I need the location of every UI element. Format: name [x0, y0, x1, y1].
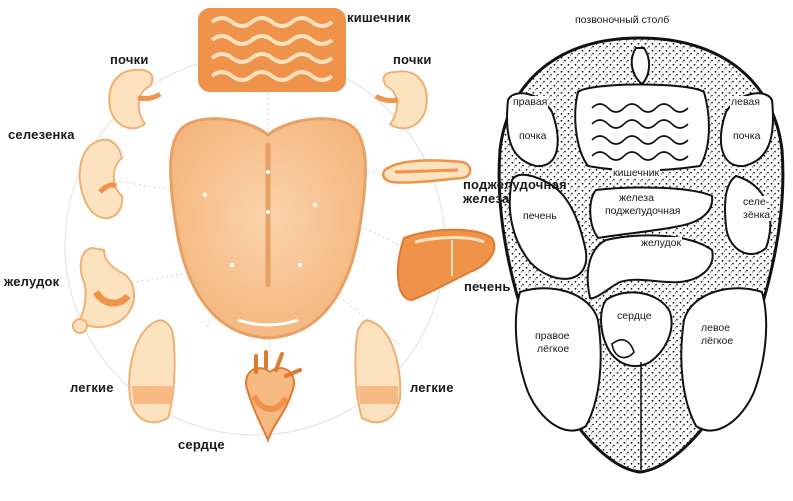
- label-left-kidney-2: почка: [732, 130, 761, 142]
- label-stomach-r: желудок: [640, 237, 682, 249]
- right-lung-region: [516, 288, 601, 430]
- label-right-kidney-1: правая: [512, 96, 548, 108]
- spleen-illustration: [80, 140, 123, 218]
- lung-left-illustration: [129, 320, 174, 422]
- kidney-left-illustration: [109, 70, 160, 129]
- left-diagram: [65, 8, 494, 440]
- kidney-right-illustration: [376, 71, 427, 128]
- label-spleen-r-2: зёнка: [742, 209, 771, 221]
- label-right-lung-2: лёгкое: [536, 343, 570, 355]
- label-pancreas-r-2: поджелудочная: [604, 205, 682, 217]
- label-spine: позвоночный столб: [574, 14, 670, 26]
- label-kidneys-right: почки: [393, 52, 432, 67]
- label-heart: сердце: [178, 437, 225, 452]
- intestine-region: [575, 85, 709, 171]
- label-left-kidney-1: левая: [730, 96, 761, 108]
- label-heart-r: сердце: [616, 310, 653, 322]
- intestine-illustration: [198, 8, 346, 92]
- label-left-lung-2: лёгкое: [700, 335, 734, 347]
- label-spleen: селезенка: [8, 127, 75, 142]
- left-lung-region: [681, 288, 766, 430]
- label-pancreas-line1: поджелудочная: [463, 177, 567, 192]
- stomach-illustration: [73, 248, 134, 333]
- label-pancreas-line2: железа: [463, 191, 509, 206]
- label-right-kidney-2: почка: [518, 130, 547, 142]
- label-stomach: желудок: [4, 274, 59, 289]
- label-lungs-left: легкие: [70, 380, 114, 395]
- heart-illustration: [246, 352, 300, 440]
- lung-right-illustration: [355, 320, 400, 422]
- label-intestine: кишечник: [347, 10, 411, 25]
- label-left-lung-1: левое: [700, 322, 731, 334]
- label-lungs-right: легкие: [410, 380, 454, 395]
- label-kidneys-left: почки: [110, 52, 149, 67]
- pancreas-illustration: [383, 160, 470, 182]
- label-spleen-r-1: селе-: [742, 196, 770, 208]
- label-right-lung-1: правое: [534, 330, 571, 342]
- label-pancreas: поджелудочная железа: [463, 178, 567, 206]
- label-intestine-r: кишечник: [612, 167, 660, 179]
- label-pancreas-r-1: железа: [618, 192, 655, 204]
- label-liver-r: печень: [522, 210, 558, 222]
- label-liver: печень: [464, 279, 511, 294]
